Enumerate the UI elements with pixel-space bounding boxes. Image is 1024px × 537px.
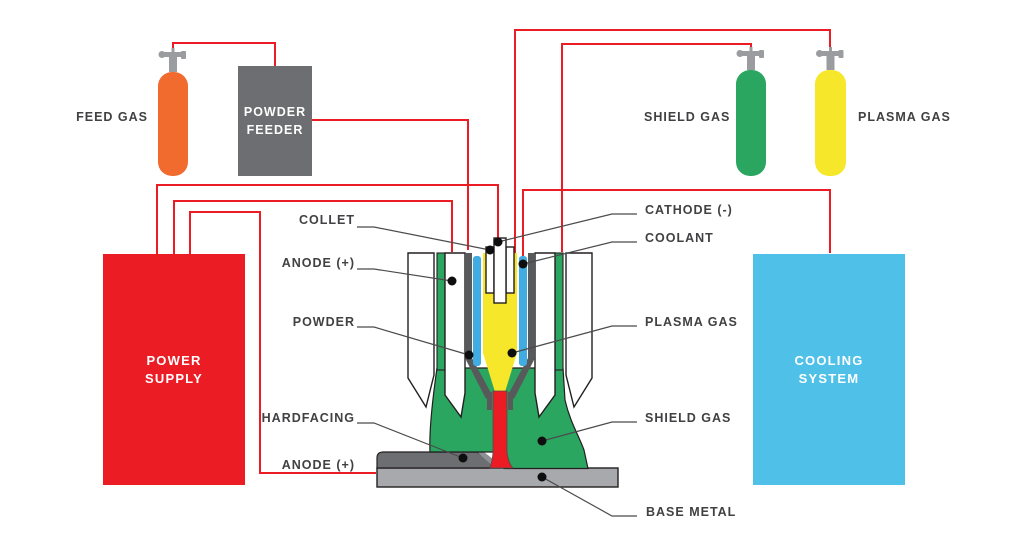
coolant-label: COOLANT: [645, 231, 714, 245]
base-metal-label: BASE METAL: [646, 505, 737, 519]
cooling-system-box: COOLING SYSTEM: [753, 254, 905, 485]
shield-gas-cylinder: [736, 47, 766, 176]
torch: [407, 237, 593, 470]
hardfacing-layer: [376, 451, 502, 469]
shield-gas-tank: [736, 70, 766, 176]
base-metal-plate: [376, 467, 619, 488]
hardfacing-dot: [458, 453, 468, 463]
anode-lower-label: ANODE (+): [281, 458, 355, 472]
plasma-gas-tank: [815, 70, 846, 176]
shield-channel-right: [554, 252, 564, 371]
feed-gas-tank: [158, 72, 188, 176]
anode-body-left: [444, 252, 466, 419]
cathode-label: CATHODE (-): [645, 203, 733, 217]
gas-valve-icon: [816, 47, 844, 70]
gas-valve-icon: [158, 48, 186, 72]
power-supply-box: POWER SUPPLY: [103, 254, 245, 485]
anode-body-right: [534, 252, 556, 419]
plasma-gas-cylinder: [815, 47, 846, 176]
plasma-funnel: [483, 353, 517, 392]
collet-leader: [357, 226, 491, 251]
cathode-line: [156, 184, 499, 254]
shield-leader: [541, 421, 637, 442]
anode-base-line: [189, 211, 376, 474]
gas-valve-icon: [736, 47, 764, 70]
shield-channel-left: [436, 252, 446, 371]
plasma-leader: [511, 325, 637, 354]
anode-torch-line: [173, 200, 453, 254]
feed-gas-line: [172, 42, 276, 66]
powder-feeder-label-line1: POWDER: [243, 105, 307, 119]
base-metal-leader: [541, 476, 637, 517]
hardfacing-leader: [357, 422, 464, 459]
coolant-line: [522, 189, 831, 260]
plasma-gas-cylinder-label: PLASMA GAS: [858, 110, 951, 124]
powder-line: [312, 119, 469, 250]
collet-right: [505, 246, 515, 294]
shield-gas-label: SHIELD GAS: [645, 411, 732, 425]
plasma-gas-label: PLASMA GAS: [645, 315, 738, 329]
torch-outer-left: [407, 252, 435, 409]
shield-gas-line: [561, 43, 752, 252]
powder-dot: [464, 350, 474, 360]
shield-gas-cylinder-label: SHIELD GAS: [644, 110, 731, 124]
plasma-arc: [489, 390, 514, 469]
plasma-gas-line: [514, 29, 831, 258]
cathode-electrode: [493, 237, 507, 304]
leader-lines: [357, 213, 637, 517]
hardfacing-label: HARDFACING: [261, 411, 355, 425]
leader-dots: [447, 237, 547, 482]
feed-gas-label: FEED GAS: [76, 110, 148, 124]
power-supply-label-line2: SUPPLY: [144, 370, 204, 386]
collet-dot: [485, 245, 495, 255]
cooling-system-label-line2: SYSTEM: [798, 370, 860, 386]
anode-dot: [447, 276, 457, 286]
coolant-channel-left: [473, 256, 481, 366]
powder-channels: [465, 253, 535, 410]
anode-upper-label: ANODE (+): [281, 256, 355, 270]
shield-dot: [537, 436, 547, 446]
coolant-dot: [518, 259, 528, 269]
anode-upper-leader: [357, 268, 453, 282]
plasma-dot: [507, 348, 517, 358]
cooling-system-label-line1: COOLING: [794, 352, 864, 368]
feed-gas-cylinder: [158, 48, 188, 176]
power-supply-label-line1: POWER: [146, 352, 202, 368]
cathode-leader: [497, 213, 637, 243]
coolant-channel-right: [519, 256, 527, 366]
coolant-leader: [522, 241, 637, 265]
cathode-dot: [493, 237, 503, 247]
collet-label: COLLET: [299, 213, 355, 227]
torch-outer-right: [565, 252, 593, 409]
powder-label: POWDER: [292, 315, 355, 329]
powder-feeder-box: POWDER FEEDER: [238, 66, 312, 176]
powder-leader: [357, 326, 470, 356]
powder-feeder-label-line2: FEEDER: [246, 123, 304, 137]
base-metal-dot: [537, 472, 547, 482]
